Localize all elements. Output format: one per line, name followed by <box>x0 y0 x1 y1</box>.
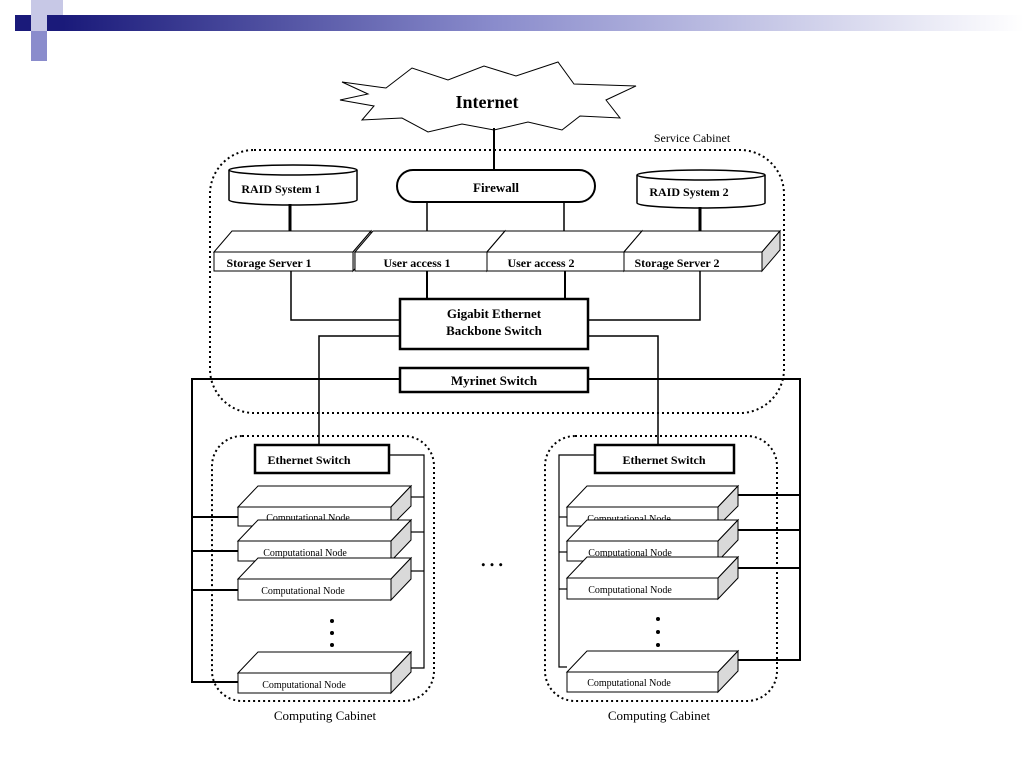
storage-2-to-gigabit <box>588 271 701 321</box>
computational-node-left-3-label: Computational Node <box>261 586 345 597</box>
gigabit-to-ethernet-left <box>318 335 400 445</box>
ethernet-trunk-right <box>558 454 595 668</box>
vertical-ellipsis-right <box>656 617 660 647</box>
myrinet-bus-left <box>191 378 400 683</box>
storage-server-2 <box>622 229 782 273</box>
myrinet-switch-label: Myrinet Switch <box>451 373 538 388</box>
myrinet-bus-right <box>588 378 801 661</box>
raid-system-1-label: RAID System 1 <box>241 182 320 196</box>
internet-cloud-icon <box>339 61 637 133</box>
service-cabinet-label: Service Cabinet <box>654 131 731 145</box>
raid-system-2-label: RAID System 2 <box>649 185 728 199</box>
gigabit-switch-label-line2: Backbone Switch <box>446 323 542 338</box>
computational-node-right-4 <box>565 649 740 694</box>
ethernet-switch-left-label: Ethernet Switch <box>268 453 351 467</box>
computational-node-left-2-label: Computational Node <box>263 548 347 559</box>
storage-1-to-gigabit <box>290 271 400 321</box>
ethernet-switch-right-label: Ethernet Switch <box>623 453 706 467</box>
storage-server-1-label: Storage Server 1 <box>226 256 311 270</box>
gigabit-switch-label-line1: Gigabit Ethernet <box>447 306 542 321</box>
ethernet-switch-right <box>593 443 736 475</box>
user-access-1 <box>353 229 507 273</box>
gigabit-backbone-switch <box>398 297 590 351</box>
computing-cabinet-right <box>544 435 778 702</box>
computational-node-right-2 <box>565 518 740 563</box>
computational-node-left-4 <box>236 650 413 695</box>
firewall-label: Firewall <box>473 180 519 195</box>
computing-cabinet-left <box>211 435 435 702</box>
ethernet-trunk-left <box>389 454 425 669</box>
gigabit-to-ethernet-right <box>588 335 659 445</box>
computational-node-right-4-label: Computational Node <box>587 678 671 689</box>
slide-header-decoration <box>15 0 1024 61</box>
computational-node-right-3-label: Computational Node <box>588 585 672 596</box>
service-cabinet <box>209 149 785 414</box>
computing-cabinet-right-label: Computing Cabinet <box>608 708 711 723</box>
computational-node-left-1-label: Computational Node <box>266 513 350 524</box>
computing-cabinet-left-label: Computing Cabinet <box>274 708 377 723</box>
raid-system-1 <box>228 164 358 206</box>
computational-node-right-3 <box>565 555 740 601</box>
user-access-2-label: User access 2 <box>507 256 574 270</box>
storage-server-2-label: Storage Server 2 <box>634 256 719 270</box>
computational-node-left-2 <box>236 518 413 563</box>
user-access-1-label: User access 1 <box>383 256 450 270</box>
vertical-ellipsis-left <box>330 619 334 647</box>
computational-node-right-2-label: Computational Node <box>588 548 672 559</box>
computational-node-left-4-label: Computational Node <box>262 680 346 691</box>
raid-system-2 <box>636 169 766 209</box>
computational-node-left-3 <box>236 556 413 602</box>
internet-label: Internet <box>456 92 519 112</box>
cabinet-ellipsis: … <box>479 543 505 572</box>
firewall <box>396 169 596 203</box>
ethernet-switch-left <box>253 443 391 475</box>
